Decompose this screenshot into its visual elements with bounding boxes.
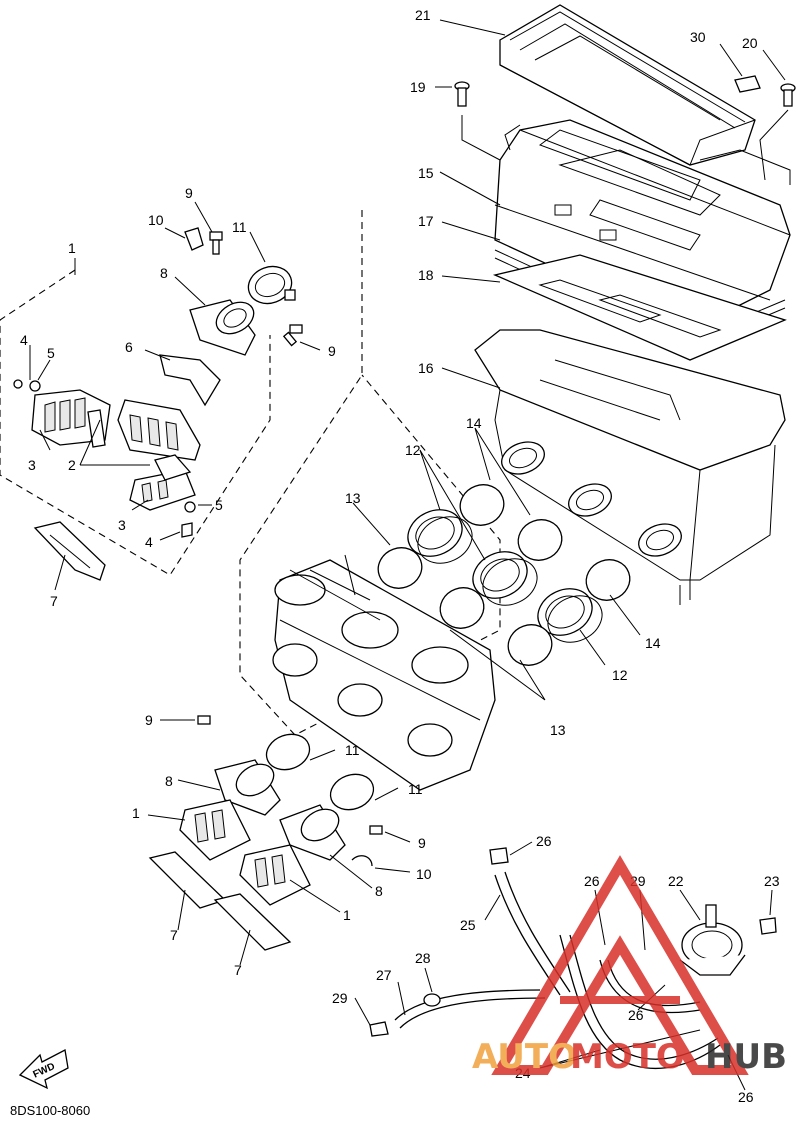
bolt-19 bbox=[454, 81, 470, 107]
label-17: 17 bbox=[418, 213, 434, 229]
label-26c: 26 bbox=[628, 1007, 644, 1023]
label-7a: 7 bbox=[50, 593, 58, 609]
reed-valve-cover-6 bbox=[159, 354, 221, 407]
carburetor-assembly bbox=[272, 554, 496, 791]
label-5b: 5 bbox=[215, 497, 223, 513]
clip-10-lower bbox=[351, 855, 373, 867]
label-13a: 13 bbox=[345, 490, 361, 506]
rubber-30 bbox=[734, 75, 761, 93]
label-22: 22 bbox=[668, 873, 684, 889]
air-filter-case-lower bbox=[474, 329, 786, 605]
label-6: 6 bbox=[125, 339, 133, 355]
label-7b: 7 bbox=[170, 927, 178, 943]
label-25: 25 bbox=[460, 917, 476, 933]
intake-joint-8-lower-b bbox=[279, 804, 346, 861]
clamp-11-lower bbox=[265, 733, 375, 811]
label-9b: 9 bbox=[328, 343, 336, 359]
reed-valve-group-outline bbox=[0, 269, 271, 576]
watermark-moto: MOTO bbox=[570, 1037, 685, 1077]
washer-5a bbox=[29, 380, 41, 392]
watermark-hub: HUB bbox=[705, 1037, 787, 1077]
label-9a: 9 bbox=[185, 185, 193, 201]
reed-valve-1-lower bbox=[179, 799, 311, 906]
clip-26-top bbox=[489, 847, 509, 865]
label-8b: 8 bbox=[165, 773, 173, 789]
callout-labels: 21 30 20 19 15 17 18 16 14 12 13 14 12 1… bbox=[20, 7, 780, 1105]
label-30: 30 bbox=[690, 29, 706, 45]
washer-5b bbox=[184, 501, 196, 513]
screw-4a bbox=[13, 379, 23, 389]
label-1b: 1 bbox=[132, 805, 140, 821]
screw-9-upper-a bbox=[209, 231, 223, 255]
label-7c: 7 bbox=[234, 962, 242, 978]
label-11b: 11 bbox=[345, 742, 360, 758]
watermark-logo: AUTO MOTO HUB bbox=[472, 855, 787, 1077]
valve-22 bbox=[679, 904, 746, 976]
label-23: 23 bbox=[764, 873, 780, 889]
label-4a: 4 bbox=[20, 332, 28, 348]
label-10a: 10 bbox=[148, 212, 164, 228]
label-1c: 1 bbox=[343, 907, 351, 923]
nut-23 bbox=[759, 917, 777, 935]
diagram-code: 8DS100-8060 bbox=[10, 1103, 90, 1118]
label-8c: 8 bbox=[375, 883, 383, 899]
label-3b: 3 bbox=[118, 517, 126, 533]
label-12a: 12 bbox=[405, 442, 421, 458]
label-10b: 10 bbox=[416, 866, 432, 882]
label-1a: 1 bbox=[68, 240, 76, 256]
label-26a: 26 bbox=[536, 833, 552, 849]
label-20: 20 bbox=[742, 35, 758, 51]
screw-9-upper-b bbox=[282, 324, 303, 347]
reed-valve-assembly-upper bbox=[31, 389, 201, 511]
label-14b: 14 bbox=[645, 635, 661, 651]
gasket-7-lower bbox=[148, 851, 292, 951]
clamp-11-upper bbox=[247, 265, 296, 305]
screw-4b bbox=[181, 522, 193, 538]
intake-joint-8-upper bbox=[189, 299, 256, 356]
label-18: 18 bbox=[418, 267, 434, 283]
air-filter-case-upper bbox=[494, 119, 791, 331]
hose-27-28 bbox=[394, 989, 546, 1029]
label-27: 27 bbox=[376, 967, 392, 983]
gasket-7-upper bbox=[33, 521, 106, 581]
clamp-14 bbox=[459, 484, 631, 601]
label-4b: 4 bbox=[145, 534, 153, 550]
bolt-20 bbox=[780, 83, 796, 107]
label-14a: 14 bbox=[466, 415, 482, 431]
label-9d: 9 bbox=[418, 835, 426, 851]
leader-lines bbox=[29, 19, 786, 1091]
carb-joint-12b bbox=[472, 551, 538, 606]
label-9c: 9 bbox=[145, 712, 153, 728]
screw-9-lower bbox=[197, 715, 383, 835]
clamp-13 bbox=[377, 547, 553, 666]
fwd-arrow-icon: FWD bbox=[18, 1049, 69, 1090]
clip-29 bbox=[369, 1021, 389, 1037]
label-2: 2 bbox=[68, 457, 76, 473]
label-28: 28 bbox=[415, 950, 431, 966]
label-11c: 11 bbox=[408, 781, 423, 797]
label-15: 15 bbox=[418, 165, 434, 181]
label-26d: 26 bbox=[738, 1089, 754, 1105]
label-5a: 5 bbox=[47, 345, 55, 361]
label-3a: 3 bbox=[28, 457, 36, 473]
label-11a: 11 bbox=[232, 219, 247, 235]
label-19: 19 bbox=[410, 79, 426, 95]
label-16: 16 bbox=[418, 360, 434, 376]
label-13b: 13 bbox=[550, 722, 566, 738]
air-filter-element bbox=[492, 254, 787, 361]
carb-joint-12c bbox=[537, 588, 603, 643]
label-8a: 8 bbox=[160, 265, 168, 281]
label-21: 21 bbox=[415, 7, 431, 23]
label-26b: 26 bbox=[584, 873, 600, 889]
label-12b: 12 bbox=[612, 667, 628, 683]
carb-joint-12a bbox=[407, 509, 473, 564]
clip-10-upper bbox=[184, 227, 204, 251]
label-29b: 29 bbox=[332, 990, 348, 1006]
air-filter-cover bbox=[499, 4, 756, 166]
watermark-auto: AUTO bbox=[472, 1037, 577, 1077]
